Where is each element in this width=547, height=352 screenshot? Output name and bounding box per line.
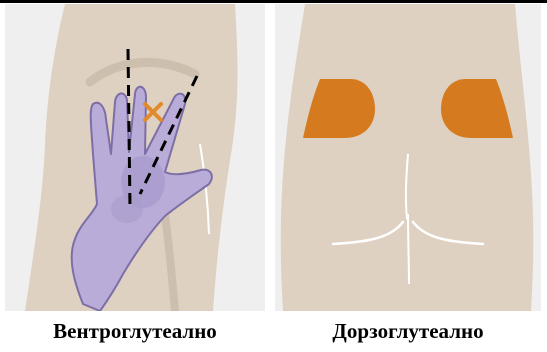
ventrogluteal-caption: Вентроглутеално	[5, 313, 265, 350]
dorsogluteal-caption: Дорзоглутеално	[275, 313, 541, 350]
ventrogluteal-illustration	[5, 4, 265, 311]
dorsogluteal-illustration	[275, 4, 541, 311]
ventrogluteal-panel	[5, 4, 265, 311]
top-border	[0, 0, 547, 3]
dorsogluteal-panel	[275, 4, 541, 311]
